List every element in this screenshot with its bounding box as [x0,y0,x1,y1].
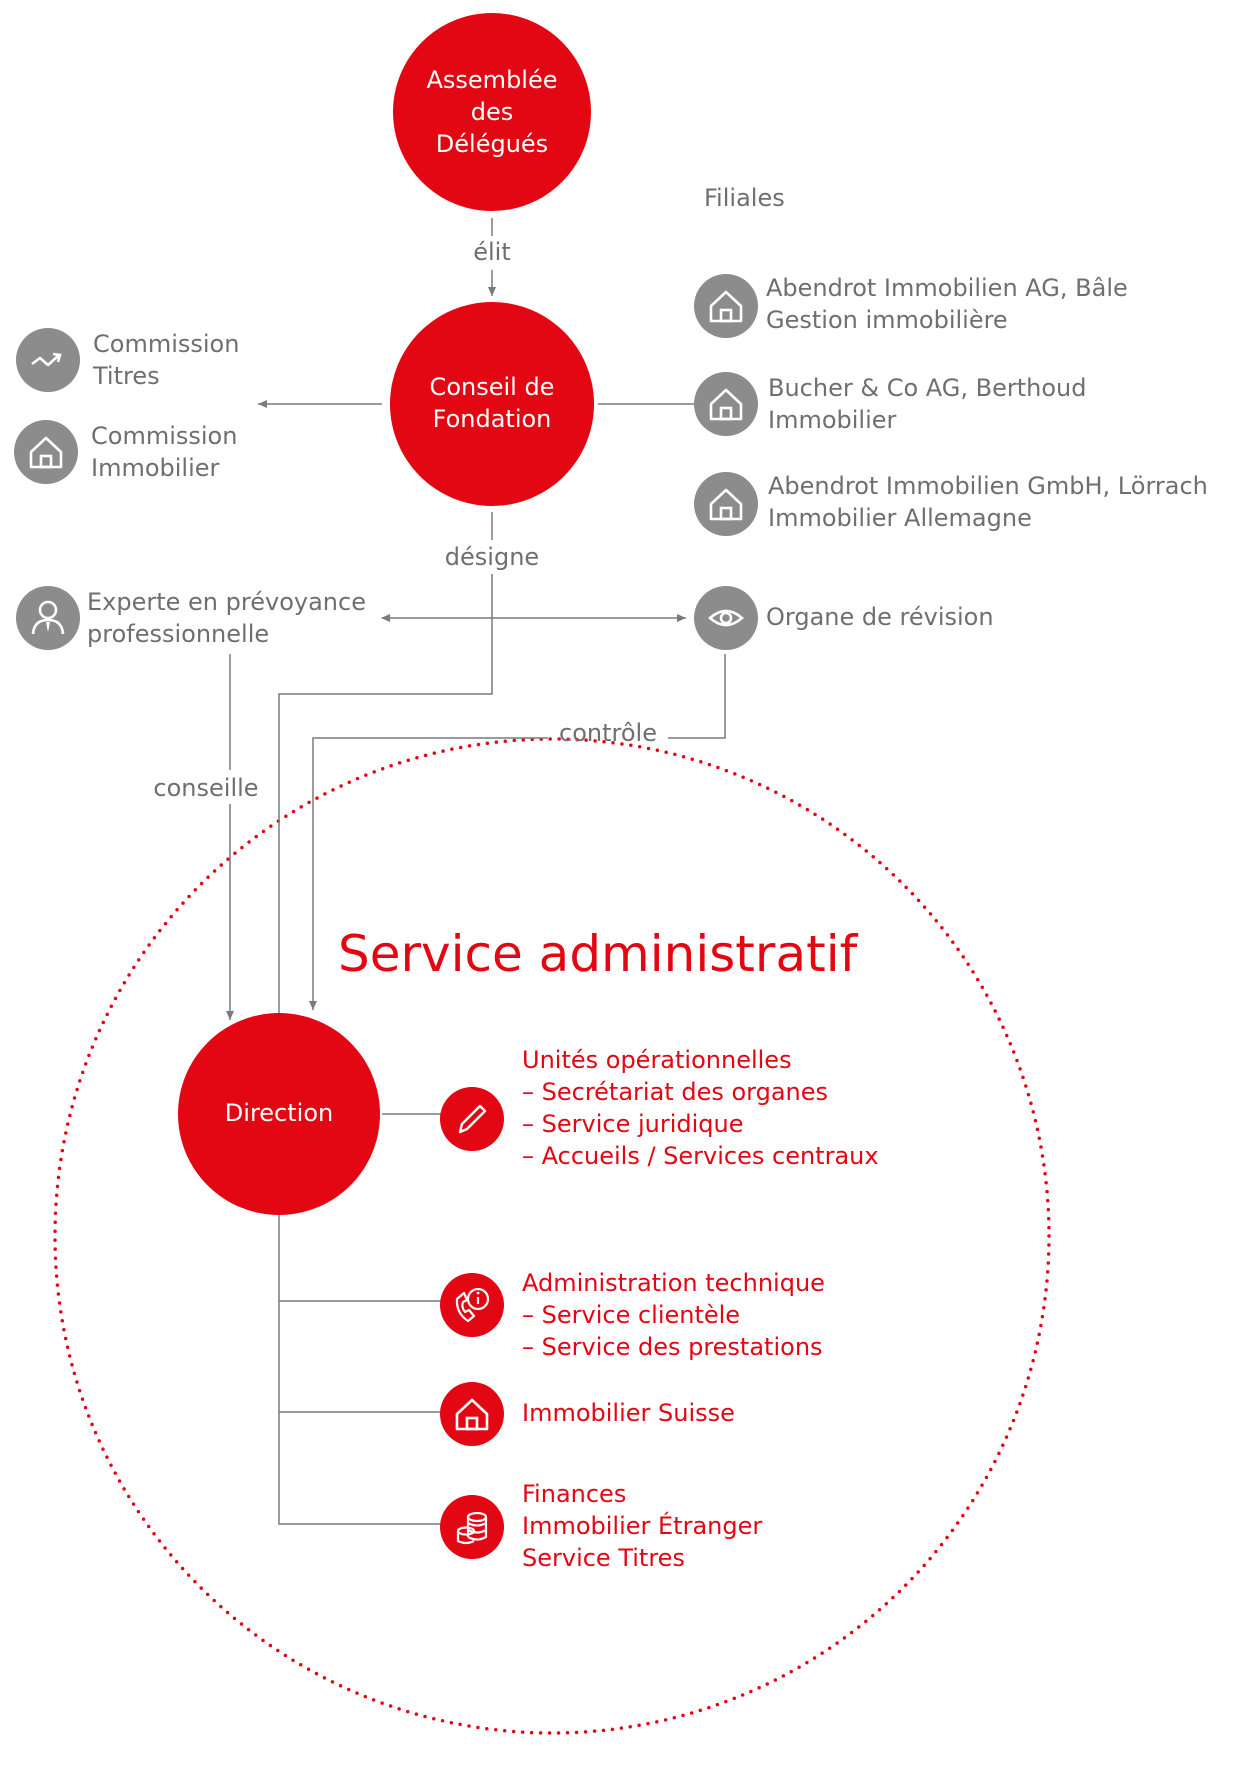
conseille-label: conseille [153,774,259,802]
house-icon [694,274,758,338]
coins-icon [440,1495,504,1559]
organe-label: Organe de révision [766,603,994,631]
edge-organe-controle-right [668,654,726,739]
phone-info-icon [440,1273,504,1337]
unit-operationnelles-label: Unités opérationnelles – Secrétariat des… [522,1046,879,1170]
edge-controle-direction [309,737,548,1010]
pencil-icon [440,1087,504,1151]
trend-arrow-icon [16,328,80,392]
edge-designe-direction [275,574,493,1022]
experte-label: Experte en prévoyance professionnelle [87,588,366,648]
house-icon [14,420,78,484]
conseil-label: Conseil de Fondation [429,373,555,433]
elit-label: élit [473,238,511,266]
unit-finances-label: Finances Immobilier Étranger Service Tit… [522,1480,763,1572]
unit-admin-technique-label: Administration technique – Service clien… [522,1269,825,1361]
direction-label: Direction [224,1099,334,1127]
service-title: Service administratif [338,925,858,983]
filiale-1-label: Abendrot Immobilien AG, Bâle Gestion imm… [766,274,1128,334]
commission-titres-label: Commission Titres [93,330,240,390]
direction-node [178,1013,380,1215]
assemblee-label: Assemblée des Délégués [426,66,558,158]
service-boundary [53,737,1051,1735]
house-icon [694,472,758,536]
commission-immobilier-label: Commission Immobilier [91,422,238,482]
filiale-3-label: Abendrot Immobilien GmbH, Lörrach Immobi… [768,472,1208,532]
assemblee-node [393,13,591,211]
person-icon [16,586,80,650]
filiale-2-label: Bucher & Co AG, Berthoud Immobilier [768,374,1087,434]
connectors [226,218,726,1525]
edge-direction-trunk [278,1196,442,1525]
unit-immobilier-suisse-label: Immobilier Suisse [522,1399,735,1427]
controle-label: contrôle [559,719,657,747]
designe-label: désigne [444,543,540,571]
house-icon [694,372,758,436]
conseil-node [390,302,594,506]
house-icon [440,1382,504,1446]
eye-icon [694,586,758,650]
filiales-heading: Filiales [704,184,785,212]
